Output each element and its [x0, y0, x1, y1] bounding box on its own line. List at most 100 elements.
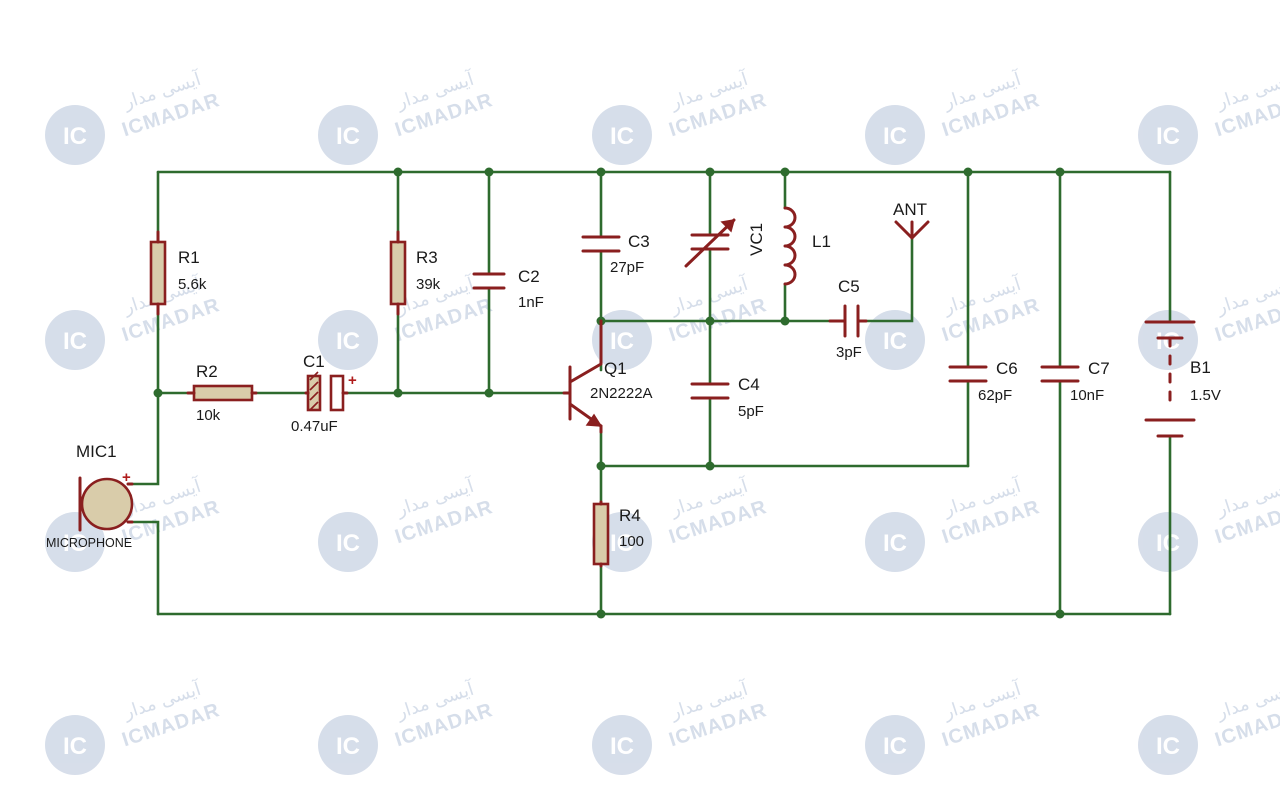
- r3-value: 39k: [416, 276, 441, 293]
- junction-dot: [705, 316, 715, 326]
- resistor-r2: R2 10k: [186, 362, 258, 424]
- c5-ref: C5: [838, 277, 860, 296]
- b1-value: 1.5V: [1190, 387, 1221, 404]
- r4-ref: R4: [619, 506, 641, 525]
- watermark-logo-text: IC: [1156, 530, 1180, 557]
- watermark-logo-icon: [592, 310, 652, 370]
- watermark-logo-text: IC: [336, 530, 360, 557]
- c3-value: 27pF: [610, 259, 644, 276]
- junction-dot: [963, 167, 973, 177]
- watermark-logo-text: IC: [63, 123, 87, 150]
- watermark-logo-text: IC: [610, 530, 634, 557]
- watermark-logo-icon: [865, 310, 925, 370]
- mic1-polarity-mark: +: [122, 469, 131, 486]
- junction-dot: [153, 388, 163, 398]
- watermark-logo-text: IC: [336, 123, 360, 150]
- junction-dot: [1055, 167, 1065, 177]
- b1-ref: B1: [1190, 358, 1211, 377]
- inductor-l1: L1: [783, 206, 831, 286]
- capacitor-c6: C6 62pF: [948, 359, 1018, 404]
- watermark-logo-text: IC: [883, 328, 907, 355]
- watermark-logo-icon: [865, 512, 925, 572]
- watermark-logo-icon: [45, 512, 105, 572]
- variable-capacitor-vc1: VC1: [684, 218, 766, 268]
- microphone-mic1: + MIC1 MICROPHONE: [46, 442, 134, 550]
- microphone-icon: [80, 477, 134, 531]
- capacitor-c2: C2 1nF: [472, 267, 544, 311]
- watermark-logo-icon: [1138, 512, 1198, 572]
- junction-dot: [780, 316, 790, 326]
- r4-value: 100: [619, 533, 644, 550]
- watermark-logo-text: IC: [610, 123, 634, 150]
- resistor-body: [389, 240, 407, 306]
- c4-ref: C4: [738, 375, 760, 394]
- resistor-r1: R1 5.6k: [149, 230, 207, 316]
- watermark-logo-icon: [865, 105, 925, 165]
- resistor-body: [592, 502, 610, 566]
- junction-dot: [705, 461, 715, 471]
- c1-ref: C1: [303, 352, 325, 371]
- junction-dot: [1055, 609, 1065, 619]
- c1-polarity-mark: +: [348, 372, 357, 389]
- watermark-logo-icon: [592, 715, 652, 775]
- r1-ref: R1: [178, 248, 200, 267]
- junction-dot: [484, 388, 494, 398]
- q1-ref: Q1: [604, 359, 627, 378]
- ant-ref: ANT: [893, 200, 927, 219]
- junction-dot: [393, 388, 403, 398]
- watermark-logo-text: IC: [336, 733, 360, 760]
- capacitor-c3: C3 27pF: [581, 232, 650, 276]
- watermark-logo-icon: [865, 715, 925, 775]
- junction-dot: [596, 167, 606, 177]
- r2-value: 10k: [196, 407, 221, 424]
- watermark-logo-icon: [318, 310, 378, 370]
- vc1-ref: VC1: [747, 223, 766, 256]
- mic-top-wire: [128, 391, 160, 486]
- emitter-arrow-icon: [585, 413, 603, 427]
- vc1-arrow-icon: [720, 219, 736, 233]
- transistor-q1: Q1 2N2222A: [562, 319, 653, 434]
- junction-dot: [596, 609, 606, 619]
- watermark-logo-icon: [592, 105, 652, 165]
- watermark-logo-icon: [45, 105, 105, 165]
- c2-ref: C2: [518, 267, 540, 286]
- c7-value: 10nF: [1070, 387, 1104, 404]
- watermark-logo-icon: [1138, 310, 1198, 370]
- watermark-logo-icon: [1138, 715, 1198, 775]
- mic-bottom-wire: [128, 520, 160, 616]
- r1-value: 5.6k: [178, 276, 207, 293]
- capacitor-c4: C4 5pF: [690, 375, 764, 420]
- junction-dot: [484, 167, 494, 177]
- watermark-logo-icon: [1138, 105, 1198, 165]
- antenna-icon: [894, 220, 930, 240]
- junction-dot: [780, 167, 790, 177]
- c7-ref: C7: [1088, 359, 1110, 378]
- watermark-logo-text: IC: [63, 328, 87, 355]
- emitter-node-wire: [599, 430, 970, 468]
- q1-value: 2N2222A: [590, 385, 653, 402]
- watermark-logo-text: IC: [610, 733, 634, 760]
- watermark-logo-icon: [318, 512, 378, 572]
- c6-ref: C6: [996, 359, 1018, 378]
- watermark-logo-icon: [318, 105, 378, 165]
- watermark-logo-icon: [45, 310, 105, 370]
- c4-value: 5pF: [738, 403, 764, 420]
- junction-dot: [596, 461, 606, 471]
- mic1-value: MICROPHONE: [46, 536, 132, 550]
- c3-ref: C3: [628, 232, 650, 251]
- c1-value: 0.47uF: [291, 418, 338, 435]
- watermark-logo-text: IC: [883, 733, 907, 760]
